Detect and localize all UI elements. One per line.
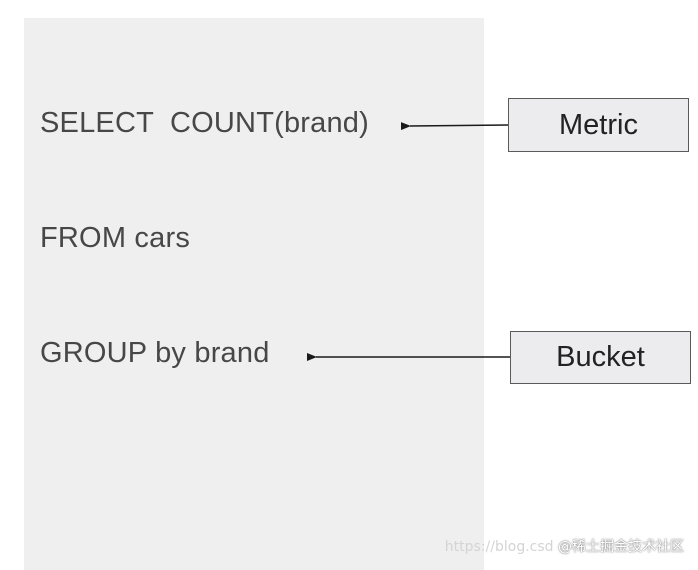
sql-from-line: FROM cars (40, 222, 191, 254)
sql-select-line: SELECT COUNT(brand) (40, 107, 369, 139)
bucket-label-box: Bucket (510, 331, 691, 384)
watermark-url: https://blog.csd (444, 539, 554, 555)
metric-label: Metric (559, 108, 638, 141)
watermark: https://blog.csd @稀土掘金技术社区 (445, 536, 684, 556)
sql-group-by-line: GROUP by brand (40, 337, 270, 369)
metric-label-box: Metric (508, 98, 689, 152)
sql-query-panel (24, 18, 484, 570)
watermark-site: @稀土掘金技术社区 (558, 539, 684, 555)
bucket-label: Bucket (556, 341, 645, 373)
